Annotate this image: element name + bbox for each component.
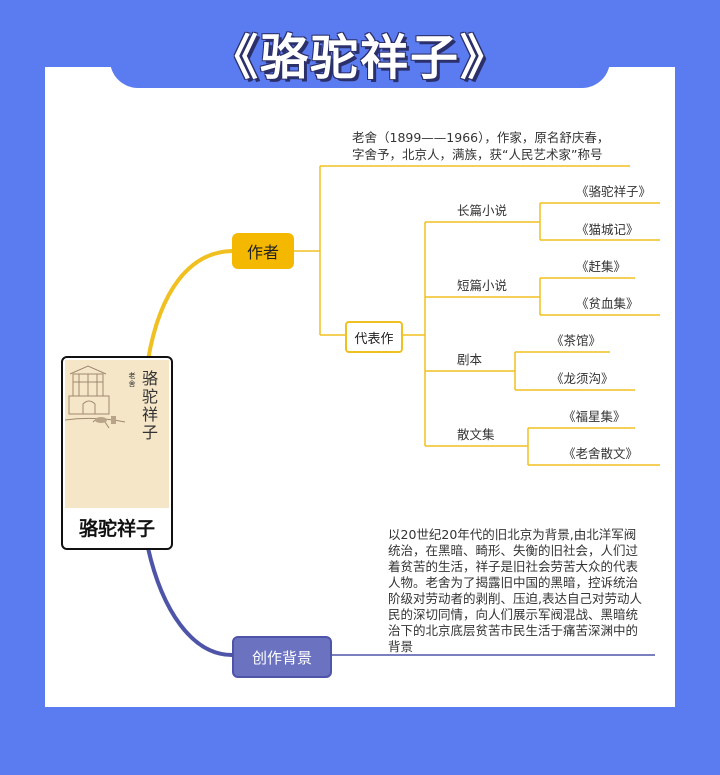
- background-text: 以20世纪20年代的旧北京为背景,由北洋军阀 统治，在黑暗、畸形、失衡的旧社会，…: [388, 527, 650, 655]
- representative-node: 代表作: [345, 321, 403, 353]
- work-ganji: 《赶集》: [576, 259, 627, 274]
- author-intro-line-1: 老舍（1899——1966），作家，原名舒庆春，: [352, 130, 610, 145]
- category-short-story: 短篇小说: [457, 278, 508, 293]
- background-node: 创作背景: [232, 636, 332, 678]
- connector-book-author: [146, 249, 234, 362]
- author-node: 作者: [232, 233, 294, 269]
- work-maocheng-ji: 《猫城记》: [576, 222, 639, 237]
- work-longxugou: 《龙须沟》: [551, 371, 614, 386]
- book-cover: 老舍 骆驼祥子: [64, 360, 169, 508]
- background-line: 背景: [388, 639, 414, 654]
- background-line: 阶级对劳动者的剥削、压迫,表达自己对劳动人: [388, 591, 642, 606]
- connector-rep-trunk: [399, 222, 426, 446]
- cover-title: 骆驼祥子: [141, 369, 158, 442]
- title-tab: [110, 0, 610, 88]
- connector-cat-2: [425, 277, 660, 316]
- connector-cat-4: [425, 427, 660, 466]
- background-line: 着贫苦的生活，祥子是旧社会劳苦大众的代表: [388, 559, 639, 574]
- author-intro-line-2: 字舍予，北京人，满族，获“人民艺术家”称号: [352, 147, 603, 162]
- category-drama: 剧本: [457, 352, 483, 367]
- book-caption: 骆驼祥子: [78, 518, 155, 540]
- cover-author: 老舍: [128, 372, 136, 388]
- work-fuxing-ji: 《福星集》: [563, 409, 626, 424]
- connector-cat-1: [425, 202, 660, 241]
- background-line: 治下的北京底层贫苦市民生活于痛苦深渊中的: [388, 623, 639, 638]
- background-line: 以20世纪20年代的旧北京为背景,由北洋军阀: [388, 527, 637, 542]
- background-line: 民的深切同情，向人们展示军阀混战、黑暗统: [388, 607, 639, 622]
- work-luotuo-xiangzi: 《骆驼祥子》: [576, 184, 652, 199]
- cover-illustration: [64, 365, 126, 429]
- work-pinxue-ji: 《贫血集》: [576, 296, 639, 311]
- connector-cat-3: [425, 351, 635, 391]
- connector-book-background: [146, 546, 234, 657]
- background-line: 人物。老舍为了揭露旧中国的黑暗，控诉统治: [388, 575, 639, 590]
- connector-author-trunk: [294, 165, 630, 336]
- category-novel: 长篇小说: [457, 203, 508, 218]
- work-chaguan: 《茶馆》: [551, 333, 602, 348]
- work-laoshe-sanwen: 《老舍散文》: [563, 446, 639, 461]
- book-card: 老舍 骆驼祥子 骆驼祥子: [61, 356, 173, 550]
- category-prose: 散文集: [457, 427, 495, 442]
- page-title: 《骆驼祥子》: [209, 30, 510, 86]
- background-line: 统治，在黑暗、畸形、失衡的旧社会，人们过: [388, 543, 639, 558]
